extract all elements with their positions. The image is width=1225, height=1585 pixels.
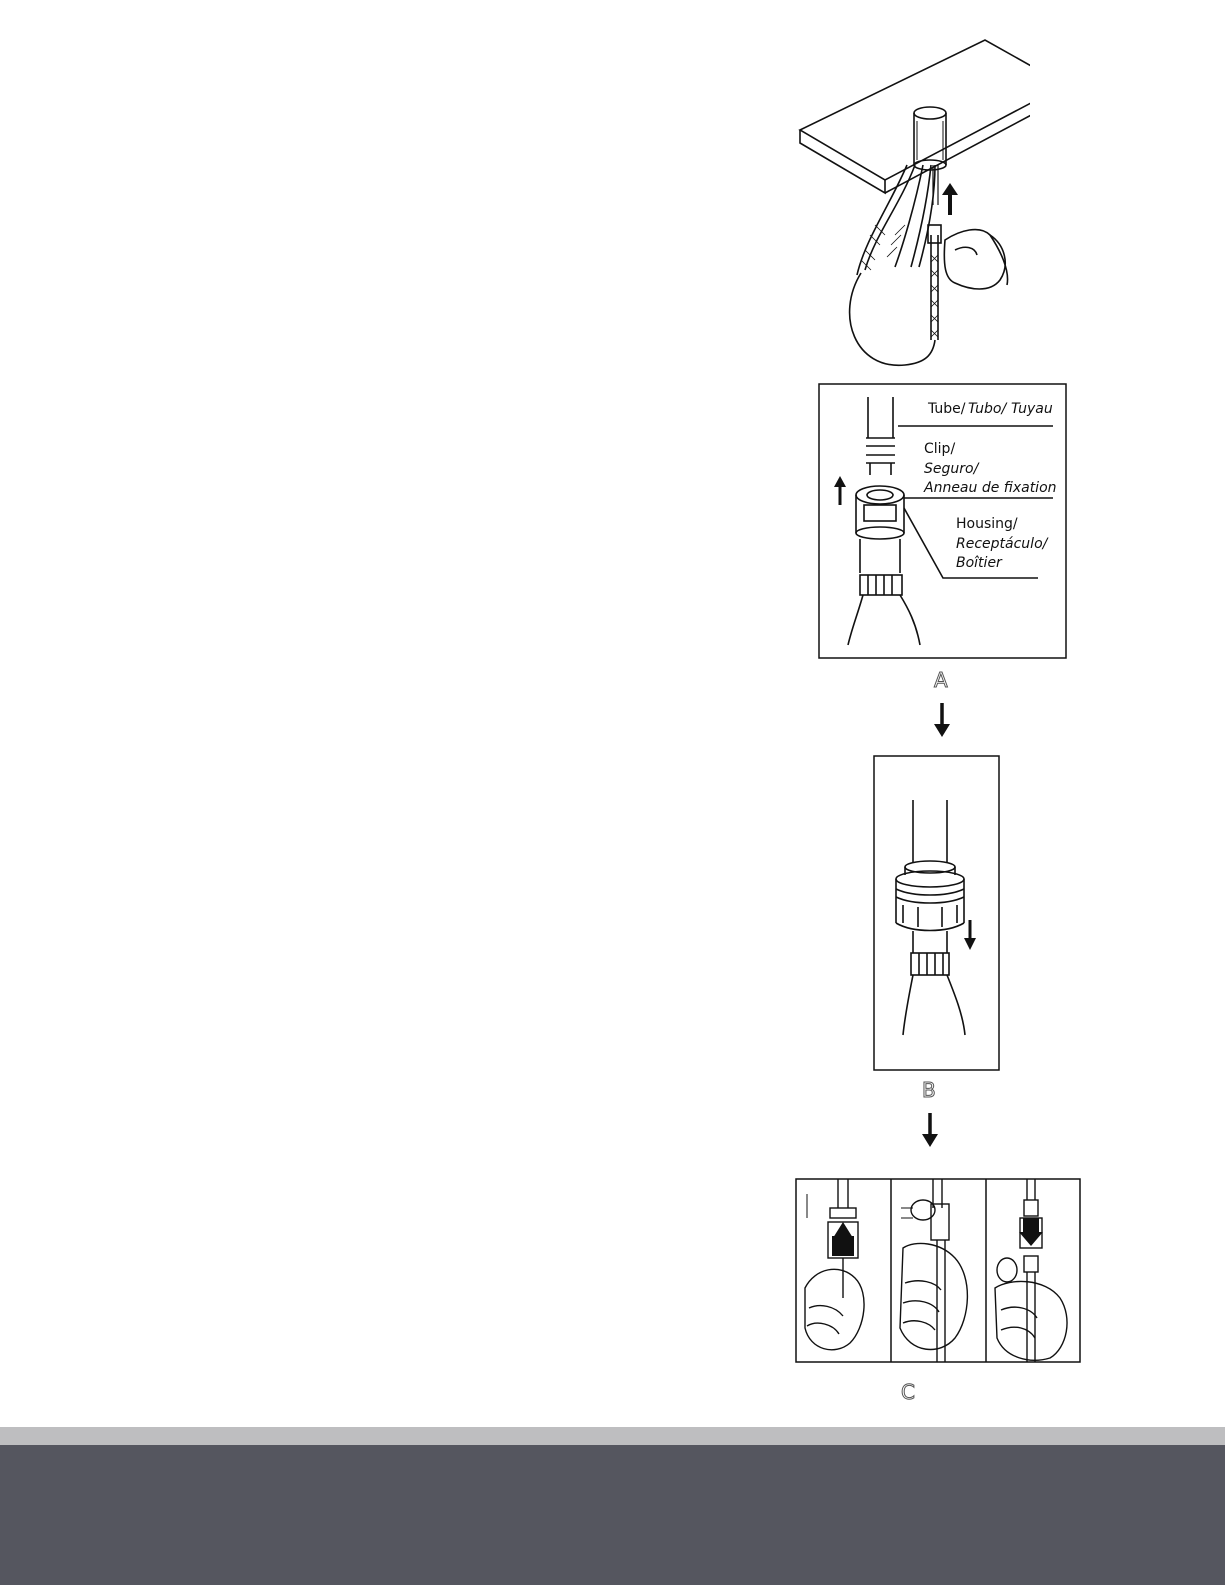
callout-clip-fr: Anneau de fixation	[923, 480, 1057, 496]
callout-tube-fr: Tuyau	[1011, 401, 1053, 417]
countertop-hose-illustration	[795, 35, 1030, 375]
figure-b-label: B	[922, 1078, 937, 1102]
callout-tube-es: Tubo/	[968, 401, 1007, 417]
figure-b-fitting-diagram	[873, 755, 1001, 1073]
callout-clip-es: Seguro/	[924, 461, 980, 477]
footer-dark-band	[0, 1445, 1225, 1585]
callout-tube-en: Tube/	[927, 401, 966, 417]
figure-c-label: C	[901, 1380, 916, 1404]
down-arrow-icon	[920, 1113, 940, 1149]
figure-a-quick-connect-diagram: Tube/ Tubo/ Tuyau Clip/ Seguro/ Anneau d…	[818, 383, 1068, 661]
figure-a-label: A	[934, 668, 949, 692]
callout-clip-en: Clip/	[924, 441, 955, 457]
callout-housing-en: Housing/	[956, 516, 1018, 532]
down-arrow-icon	[932, 703, 952, 739]
footer-light-band	[0, 1427, 1225, 1445]
callout-housing-es: Receptáculo/	[956, 536, 1049, 552]
callout-housing-fr: Boîtier	[956, 555, 1003, 571]
figure-c-disconnect-steps	[795, 1178, 1081, 1364]
